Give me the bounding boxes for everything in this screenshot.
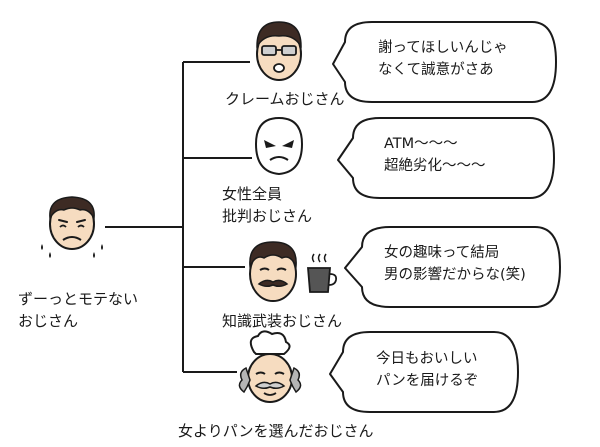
speech-bubble-2: [337, 117, 555, 199]
speech-bubble-3: [344, 226, 561, 308]
glasses-man-face-icon: [256, 21, 302, 81]
speech-bubble-4: [329, 331, 519, 413]
branch-4-label: 女よりパンを選んだおじさん: [178, 422, 374, 440]
branch-4-bubble-text: 今日もおいしい パンを届けるぞ: [376, 351, 479, 389]
branch-2-label: 女性全員 批判おじさん: [222, 185, 313, 225]
speech-bubble-1: [332, 21, 557, 103]
masked-head-icon: [254, 116, 304, 176]
sad-man-face-icon: [41, 196, 103, 258]
branch-1-bubble-text: 謝ってほしいんじゃ なくて誠意がさあ: [378, 40, 508, 78]
coffee-cup-icon: [307, 253, 338, 293]
root-label: ずーっとモテない おじさん: [18, 290, 139, 330]
chef-face-icon: [238, 330, 302, 403]
branch-2-bubble-text: ATM～～～ 超絶劣化～～～: [384, 136, 486, 174]
branch-3-bubble-text: 女の趣味って結局 男の影響だからな(笑): [384, 245, 526, 283]
branch-1-label: クレームおじさん: [225, 90, 345, 108]
mustache-man-face-icon: [249, 241, 297, 302]
branch-3-label: 知識武装おじさん: [222, 312, 343, 330]
